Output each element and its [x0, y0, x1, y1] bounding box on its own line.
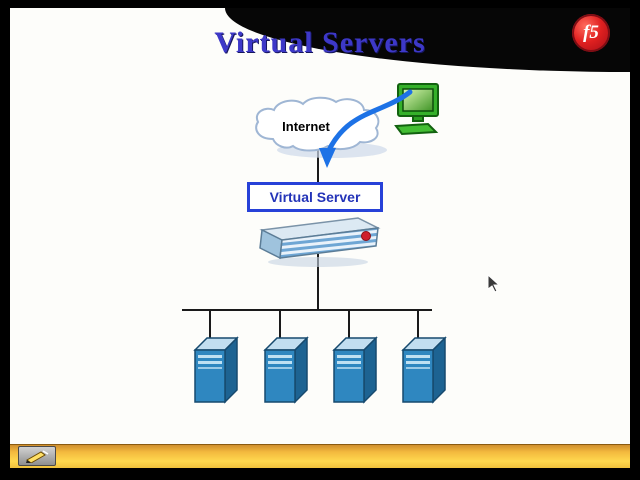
virtual-server-label: Virtual Server	[269, 189, 361, 205]
slide-area: Internet Virtual Servers	[10, 8, 630, 468]
pencil-icon	[26, 450, 49, 463]
f5-logo-text: f5	[583, 22, 599, 43]
slide-title: Virtual Servers	[214, 26, 426, 59]
traffic-arrow-icon	[319, 89, 413, 168]
internet-cloud-icon	[255, 96, 380, 152]
bottom-toolbar	[10, 444, 630, 468]
virtual-server-box: Virtual Server	[247, 182, 383, 212]
annotation-tool-button[interactable]	[18, 446, 56, 466]
bigip-appliance-icon	[259, 217, 381, 267]
server-tower-icon	[194, 337, 238, 403]
internet-label: Internet	[282, 119, 330, 134]
f5-logo: f5	[572, 14, 610, 52]
mouse-cursor	[487, 273, 501, 299]
server-tower-icon	[264, 337, 308, 403]
network-diagram: Internet	[182, 83, 446, 403]
server-tower-icon	[333, 337, 377, 403]
client-computer-icon	[394, 83, 439, 136]
server-tower-icon	[402, 337, 446, 403]
